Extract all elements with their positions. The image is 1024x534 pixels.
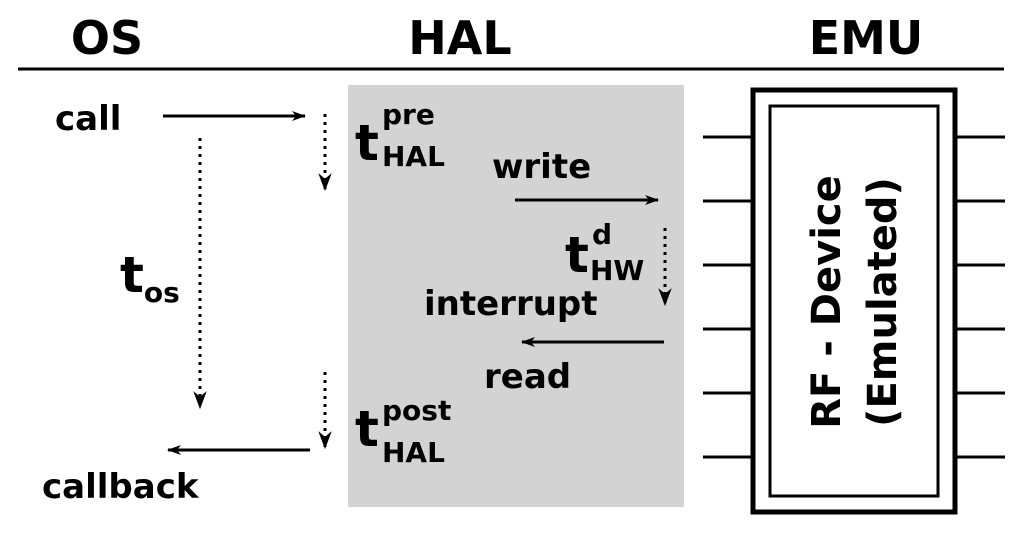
label-t-os-sub: os (144, 276, 180, 309)
label-t-hw-sup: d (592, 218, 612, 251)
rf-device-chip: RF - Device (Emulated) (703, 87, 1005, 515)
label-t-hal-post-base: t (355, 400, 379, 458)
header-os: OS (71, 11, 143, 65)
label-t-hal-pre-sub: HAL (382, 140, 445, 173)
label-read: read (484, 357, 571, 397)
device-label-line2: (Emulated) (860, 177, 906, 427)
label-callback: callback (42, 467, 200, 507)
chip-inner-border (768, 104, 940, 498)
label-t-hw-base: t (565, 226, 589, 284)
label-t-hal-pre-base: t (355, 114, 379, 172)
label-t-os: tos (120, 246, 180, 309)
header-hal: HAL (408, 11, 511, 65)
label-call: call (55, 99, 121, 139)
label-t-hw-sub: HW (590, 254, 644, 287)
label-write: write (492, 147, 591, 187)
label-t-hal-post-sub: HAL (382, 436, 445, 469)
chip-outer-border (750, 87, 958, 515)
header-emu: EMU (809, 11, 924, 65)
label-t-hal-pre-sup: pre (382, 98, 435, 131)
label-interrupt: interrupt (424, 284, 598, 324)
label-t-hal-post-sup: post (382, 394, 451, 427)
hal-panel (348, 85, 684, 507)
device-label-line1: RF - Device (804, 175, 850, 429)
